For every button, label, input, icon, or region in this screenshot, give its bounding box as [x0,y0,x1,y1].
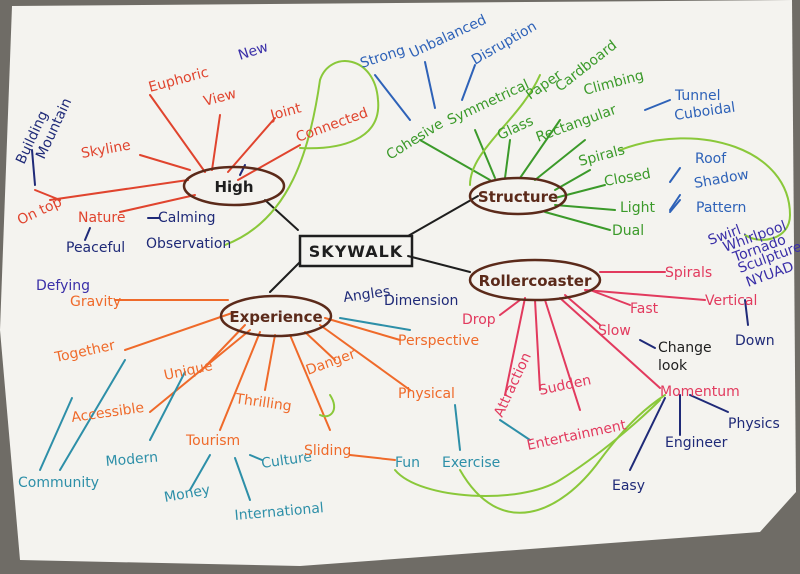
word-change: Change [658,340,712,356]
word-slow: Slow [598,323,631,339]
word-physical: Physical [398,386,455,402]
word-defying: Defying [36,278,90,294]
word-modern: Modern [105,449,159,470]
word-fast: Fast [630,301,659,317]
hub-labels: SKYWALK High Structure Rollercoaster Exp… [214,178,592,326]
word-vertical: Vertical [705,293,757,309]
word-gravity: Gravity [70,294,121,310]
word-peaceful: Peaceful [66,240,125,256]
connectors [31,60,792,514]
hub-rollercoaster: Rollercoaster [479,272,592,290]
roller-navy-spokes [629,299,749,471]
word-perspective: Perspective [398,333,479,349]
word-money: Money [163,482,211,506]
word-international: International [234,500,324,524]
experience-teal-spokes [39,317,531,501]
word-tunnel: Tunnel [674,88,721,104]
word-angles: Angles [342,284,391,306]
experience-oval [219,294,333,338]
word-drop: Drop [462,312,496,328]
word-culture: Culture [260,449,313,472]
word-exercise: Exercise [442,455,500,471]
word-physics: Physics [728,416,780,432]
word-sliding: Sliding [304,443,351,459]
word-engineer: Engineer [665,435,728,451]
word-pattern: Pattern [696,200,746,216]
center-label: SKYWALK [309,242,403,261]
word-community: Community [18,475,99,491]
hub-structure: Structure [478,188,558,206]
high-oval [182,165,286,207]
word-dual: Dual [612,223,644,239]
word-thrilling: Thrilling [233,391,292,415]
word-look: look [658,358,688,374]
structure-oval [468,176,568,216]
high-lime-loop [224,60,380,246]
hub-shapes [182,165,602,338]
word-momentum: Momentum [660,384,740,400]
hub-high: High [214,178,253,196]
word-fun: Fun [395,455,420,471]
word-dimension: Dimension [384,293,458,309]
rollercoaster-oval [468,258,602,302]
hub-experience: Experience [229,308,322,326]
structure-spokes [419,119,616,231]
word-light: Light [620,200,655,216]
word-down: Down [735,333,775,349]
center-connectors [264,195,479,293]
structure-blue-spokes [374,61,681,213]
word-easy: Easy [612,478,645,494]
roller-spokes [499,271,706,411]
word-observation: Observation [146,236,231,252]
word-roof: Roof [695,151,727,167]
skywalk-box [298,234,414,268]
experience-spokes [114,299,411,461]
word-spirals-roller: Spirals [665,265,712,281]
word-nature: Nature [78,210,125,226]
bottom-lime-loops [319,394,666,514]
structure-lime-loop [469,74,792,241]
word-tourism: Tourism [185,433,240,449]
high-spokes [34,94,301,213]
word-calming: Calming [158,210,216,226]
